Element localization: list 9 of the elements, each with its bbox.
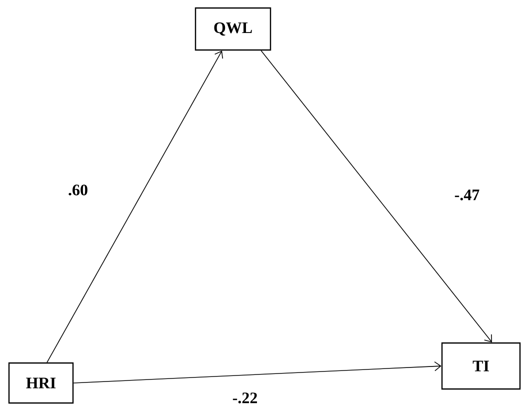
variable-box: QWL bbox=[194, 7, 272, 51]
arrow bbox=[73, 361, 442, 384]
variable-box: TI bbox=[441, 342, 521, 390]
arrow bbox=[260, 50, 492, 342]
arrow bbox=[46, 50, 224, 363]
path-coefficient: -.47 bbox=[454, 190, 480, 200]
path-coefficient: -.22 bbox=[232, 392, 257, 404]
variable-box: HRI bbox=[8, 362, 74, 404]
path-coefficient: .60 bbox=[68, 184, 88, 196]
